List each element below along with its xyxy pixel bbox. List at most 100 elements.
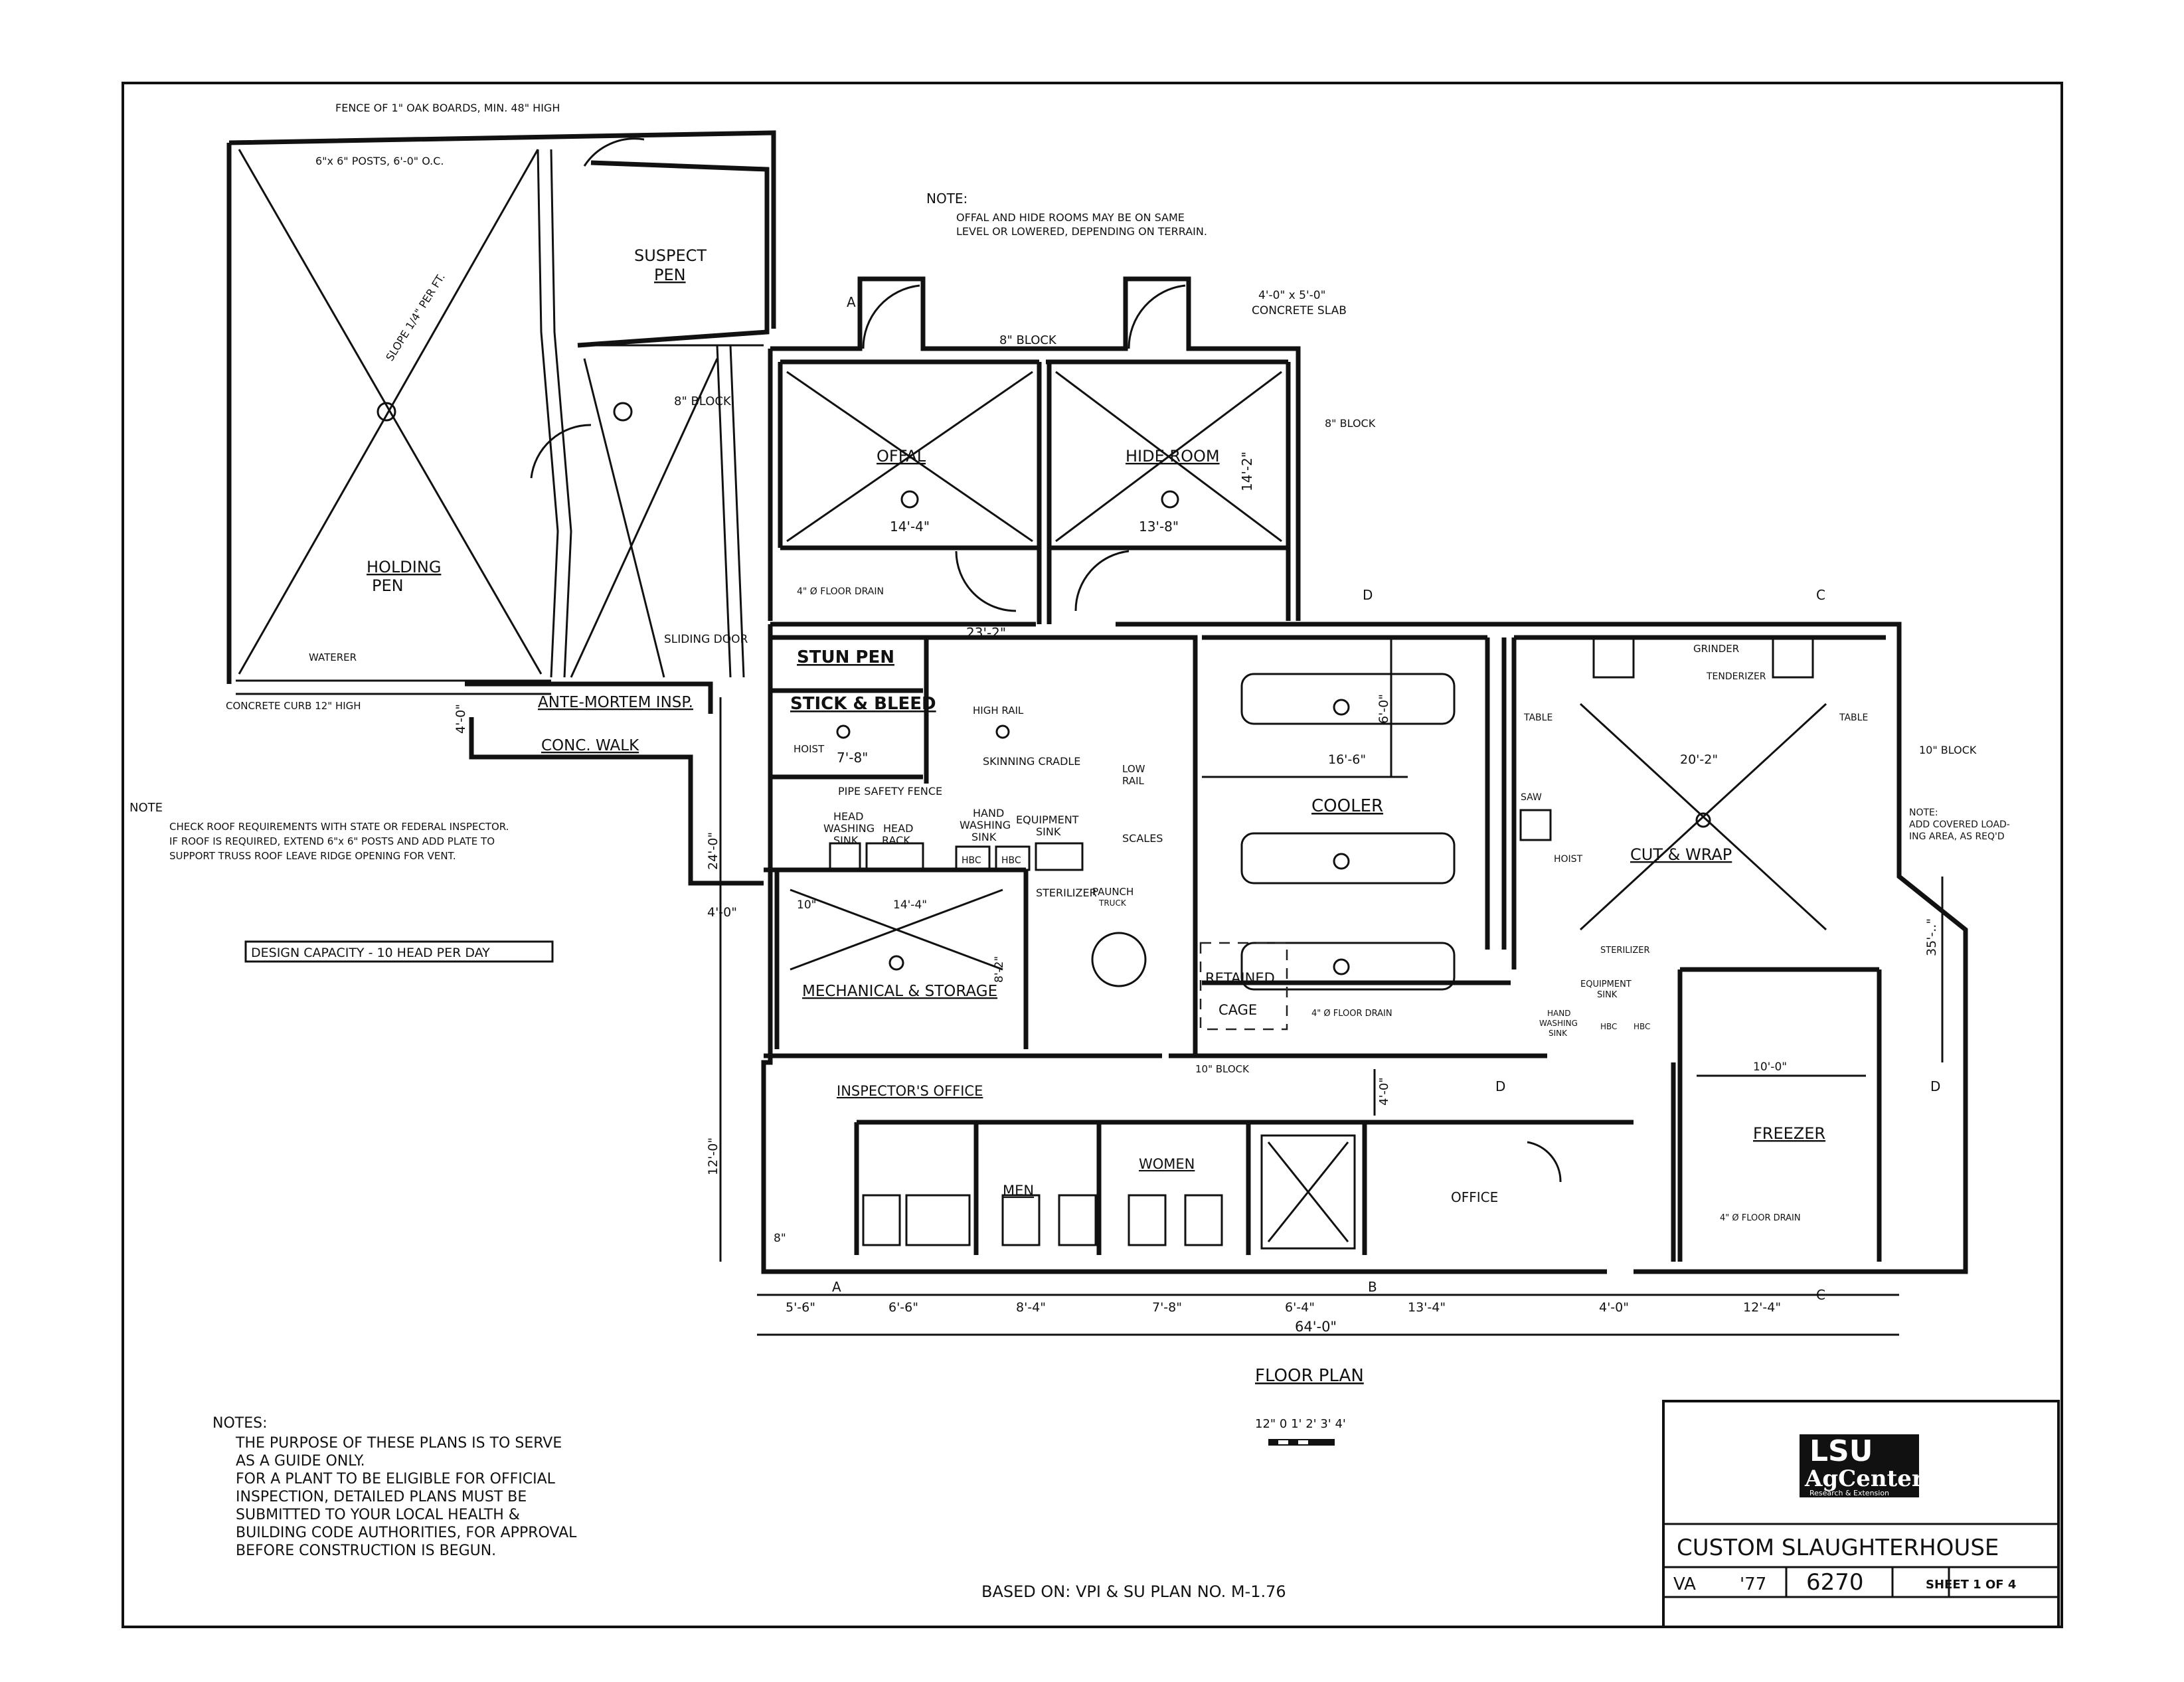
posts-callout: 6"x 6" POSTS, 6'-0" O.C. bbox=[315, 155, 444, 167]
head-rack-label-2: RACK bbox=[882, 834, 910, 847]
floor-drain-1: 4" Ø FLOOR DRAIN bbox=[797, 586, 884, 597]
dim-bottom-8: 12'-4" bbox=[1743, 1300, 1781, 1315]
head-sink-label-3: SINK bbox=[833, 834, 859, 847]
suspect-pen-label: SUSPECT bbox=[634, 246, 707, 265]
equip-sink-label: EQUIPMENT bbox=[1016, 813, 1079, 826]
dim-left-12: 12'-0" bbox=[706, 1137, 720, 1175]
title-block-year: '77 bbox=[1740, 1574, 1766, 1594]
equip-sink2-callout-2: SINK bbox=[1597, 990, 1618, 1000]
floor-plan-title: FLOOR PLAN bbox=[1255, 1366, 1364, 1386]
retained-label: RETAINED bbox=[1205, 970, 1275, 986]
dim-bottom-2: 6'-6" bbox=[888, 1300, 918, 1315]
main-building bbox=[465, 622, 1968, 1274]
head-sink-label-2: WASHING bbox=[823, 822, 875, 835]
slope-callout: SLOPE 1/4" PER FT. bbox=[383, 271, 448, 363]
men-label: MEN bbox=[1003, 1183, 1034, 1199]
block8-top-callout: 8" BLOCK bbox=[999, 333, 1057, 347]
section-b-bottom: B bbox=[1368, 1279, 1377, 1295]
dim-offal-width: 14'-4" bbox=[890, 519, 930, 535]
dim-cut-width: 20'-2" bbox=[1680, 752, 1718, 767]
right-note-line-2: ADD COVERED LOAD- bbox=[1909, 819, 2010, 830]
low-rail-callout: LOW bbox=[1122, 763, 1145, 775]
dim-mech-1: 10" bbox=[797, 898, 816, 912]
grinder-callout: GRINDER bbox=[1693, 643, 1739, 655]
dim-mech-2: 14'-4" bbox=[893, 898, 927, 912]
dim-bottom-1: 5'-6" bbox=[786, 1300, 815, 1315]
top-note-line-1: OFFAL AND HIDE ROOMS MAY BE ON SAME bbox=[956, 211, 1185, 224]
dim-stun-width: 23'-2" bbox=[966, 625, 1006, 641]
scales-callout: SCALES bbox=[1122, 832, 1163, 845]
inspectors-office-label: INSPECTOR'S OFFICE bbox=[837, 1083, 983, 1099]
cooler-label: COOLER bbox=[1311, 796, 1383, 816]
dim-bottom-3: 8'-4" bbox=[1016, 1300, 1046, 1315]
hand-sink-label-2: WASHING bbox=[960, 819, 1011, 831]
dim-stick-width: 7'-8" bbox=[837, 750, 868, 766]
block8-right-callout: 8" BLOCK bbox=[1325, 417, 1376, 430]
notes-line-1: THE PURPOSE OF THESE PLANS IS TO SERVE bbox=[235, 1435, 562, 1452]
block8-left-callout: 8" BLOCK bbox=[674, 394, 732, 408]
fence-callout: FENCE OF 1" OAK BOARDS, MIN. 48" HIGH bbox=[335, 102, 560, 114]
hand-sink2-callout-2: WASHING bbox=[1539, 1019, 1578, 1028]
slab-callout-2: CONCRETE SLAB bbox=[1252, 304, 1347, 317]
based-on: BASED ON: VPI & SU PLAN NO. M-1.76 bbox=[981, 1582, 1286, 1601]
dim-hide-width: 13'-8" bbox=[1139, 519, 1179, 535]
suspect-pen-label-2: PEN bbox=[654, 266, 686, 284]
left-note-line-3: SUPPORT TRUSS ROOF LEAVE RIDGE OPENING F… bbox=[169, 850, 456, 862]
hbc-3: HBC bbox=[1600, 1022, 1617, 1031]
office-label: OFFICE bbox=[1451, 1189, 1498, 1205]
sterilizer2-callout: STERILIZER bbox=[1600, 946, 1650, 956]
logo-main: AgCenter bbox=[1804, 1466, 1924, 1492]
hoist-callout: HOIST bbox=[794, 743, 825, 755]
high-rail-callout: HIGH RAIL bbox=[973, 705, 1024, 716]
dim-total: 64'-0" bbox=[1295, 1319, 1337, 1335]
paunch-callout: PAUNCH bbox=[1092, 886, 1134, 898]
dim-mech-height: 8'-2" bbox=[993, 956, 1006, 983]
skinning-cradle-callout: SKINNING CRADLE bbox=[983, 755, 1080, 768]
right-note-line-3: ING AREA, AS REQ'D bbox=[1909, 831, 2005, 842]
head-rack-label: HEAD bbox=[883, 822, 913, 835]
hand-sink-label-3: SINK bbox=[971, 831, 997, 843]
floor-drain-3: 4" Ø FLOOR DRAIN bbox=[1720, 1213, 1801, 1223]
slab-callout: 4'-0" x 5'-0" bbox=[1258, 289, 1325, 302]
floor-plan-scale: 12" 0 1' 2' 3' 4' bbox=[1255, 1417, 1346, 1431]
notes-line-6: BUILDING CODE AUTHORITIES, FOR APPROVAL bbox=[236, 1525, 577, 1541]
logo-sub: Research & Extension bbox=[1809, 1489, 1889, 1497]
section-d-top: D bbox=[1363, 587, 1373, 603]
ante-mortem-label: ANTE-MORTEM INSP. bbox=[538, 694, 693, 711]
sterilizer-callout: STERILIZER bbox=[1036, 886, 1097, 899]
dim-left-24: 24'-0" bbox=[706, 832, 720, 870]
dim-left-4b: 4'-0" bbox=[707, 905, 737, 920]
holding-pen-label: HOLDING bbox=[367, 558, 441, 576]
dim-bottom-5: 6'-4" bbox=[1285, 1300, 1315, 1315]
dim-left-8: 8" bbox=[774, 1232, 786, 1245]
hbc-4: HBC bbox=[1634, 1022, 1650, 1031]
waterer-callout: WATERER bbox=[309, 651, 357, 663]
dim-hide-height: 14'-2" bbox=[1239, 452, 1255, 491]
low-rail-callout-2: RAIL bbox=[1122, 775, 1144, 787]
dim-cooler-height: 6'-0" bbox=[1377, 694, 1391, 724]
section-c-top: C bbox=[1816, 587, 1825, 603]
block10-right-callout: 10" BLOCK bbox=[1919, 744, 1977, 756]
section-c-bottom: C bbox=[1816, 1287, 1825, 1303]
dim-mid-4: 4'-0" bbox=[1377, 1077, 1391, 1106]
section-a-bottom: A bbox=[832, 1279, 841, 1295]
notes-line-2: AS A GUIDE ONLY. bbox=[236, 1453, 365, 1470]
design-capacity: DESIGN CAPACITY - 10 HEAD PER DAY bbox=[251, 946, 490, 960]
notes-line-4: INSPECTION, DETAILED PLANS MUST BE bbox=[236, 1489, 527, 1505]
sheet-border bbox=[122, 82, 2063, 1628]
hand-sink2-callout: HAND bbox=[1547, 1009, 1570, 1018]
equip-sink2-callout: EQUIPMENT bbox=[1580, 979, 1632, 989]
logo-box bbox=[1800, 1434, 1919, 1497]
floor-drain-2: 4" Ø FLOOR DRAIN bbox=[1311, 1009, 1392, 1019]
hbc-1: HBC bbox=[962, 855, 981, 866]
freezer-label: FREEZER bbox=[1753, 1124, 1825, 1143]
hide-room-label: HIDE ROOM bbox=[1126, 447, 1220, 465]
block10-bottom-callout: 10" BLOCK bbox=[1195, 1063, 1250, 1075]
section-d-mid: D bbox=[1495, 1078, 1505, 1094]
offal-label: OFFAL bbox=[877, 447, 926, 465]
equip-sink-label-2: SINK bbox=[1036, 825, 1061, 838]
holding-pen-label-2: PEN bbox=[372, 576, 404, 595]
cut-wrap-label: CUT & WRAP bbox=[1630, 845, 1732, 864]
dim-right-35: 35'-.." bbox=[1924, 918, 1939, 956]
